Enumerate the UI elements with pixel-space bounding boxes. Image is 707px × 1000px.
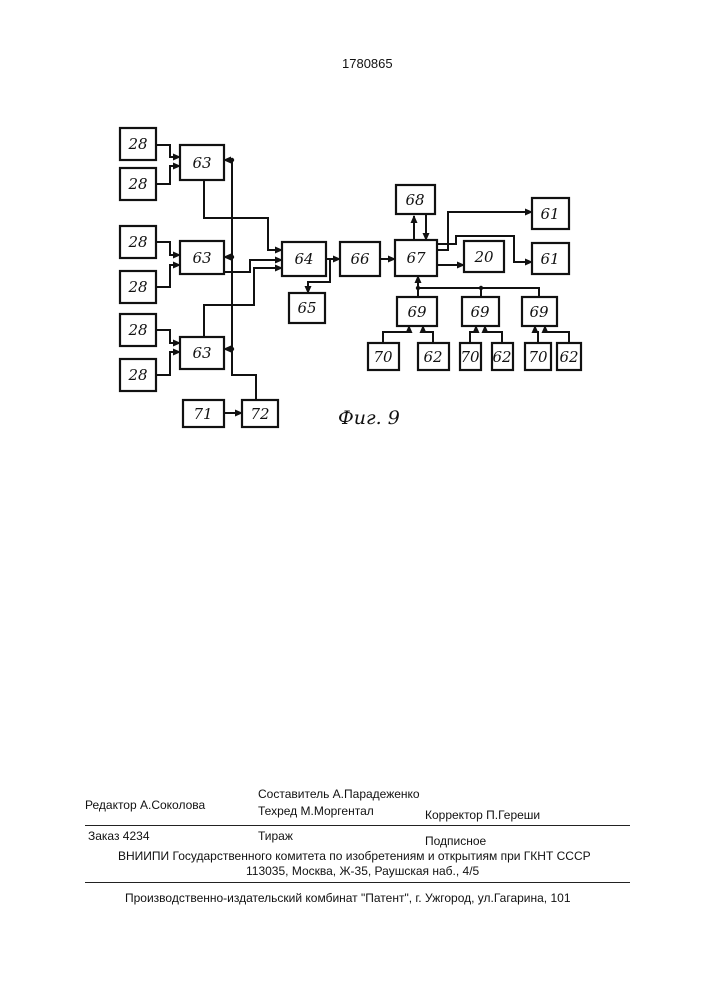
corrector-credit: Корректор П.Гереши <box>425 808 540 822</box>
svg-text:62: 62 <box>492 348 511 366</box>
block-28-b: 28 <box>120 168 156 200</box>
block-66: 66 <box>340 242 380 276</box>
svg-text:28: 28 <box>127 233 147 251</box>
block-72: 72 <box>242 400 278 427</box>
block-diagram: 28 28 28 28 28 28 63 63 63 71 72 64 65 6… <box>0 0 707 470</box>
svg-text:70: 70 <box>528 348 548 366</box>
svg-text:62: 62 <box>559 348 578 366</box>
address-line: 113035, Москва, Ж-35, Раушская наб., 4/5 <box>246 864 479 878</box>
svg-text:71: 71 <box>193 405 212 423</box>
svg-text:20: 20 <box>473 248 494 266</box>
svg-text:28: 28 <box>127 175 147 193</box>
block-71: 71 <box>183 400 224 427</box>
svg-text:72: 72 <box>250 405 269 423</box>
subscription-label: Подписное <box>425 834 486 848</box>
block-69-b: 69 <box>462 297 499 326</box>
block-62-b: 62 <box>492 343 513 370</box>
svg-text:65: 65 <box>297 299 316 317</box>
block-63-a: 63 <box>180 145 224 180</box>
svg-text:61: 61 <box>540 205 559 223</box>
figure-caption: Фиг. 9 <box>338 407 400 429</box>
publisher-line: Производственно-издательский комбинат "П… <box>125 891 571 905</box>
block-64: 64 <box>282 242 326 276</box>
block-70-a: 70 <box>368 343 399 370</box>
block-67: 67 <box>395 240 437 276</box>
svg-text:70: 70 <box>460 348 480 366</box>
imprint-divider-top <box>85 825 630 826</box>
block-61-b: 61 <box>532 243 569 274</box>
block-69-c: 69 <box>522 297 557 326</box>
svg-text:69: 69 <box>529 303 549 321</box>
svg-text:28: 28 <box>127 135 147 153</box>
block-65: 65 <box>289 293 325 323</box>
circulation-label: Тираж <box>258 829 293 843</box>
block-69-a: 69 <box>397 297 437 326</box>
block-70-b: 70 <box>460 343 481 370</box>
block-62-a: 62 <box>418 343 449 370</box>
order-number: Заказ 4234 <box>88 829 150 843</box>
block-61-a: 61 <box>532 198 569 229</box>
svg-text:61: 61 <box>540 250 559 268</box>
svg-text:64: 64 <box>294 250 313 268</box>
svg-text:67: 67 <box>406 249 426 267</box>
svg-text:63: 63 <box>192 154 211 172</box>
imprint-divider-bottom <box>85 882 630 883</box>
svg-text:62: 62 <box>423 348 442 366</box>
compiler-credit: Составитель А.Парадеженко <box>258 787 420 801</box>
svg-text:63: 63 <box>192 249 211 267</box>
svg-text:70: 70 <box>373 348 393 366</box>
block-63-b: 63 <box>180 241 224 274</box>
svg-text:69: 69 <box>407 303 427 321</box>
institute-line: ВНИИПИ Государственного комитета по изоб… <box>118 849 591 863</box>
svg-text:66: 66 <box>350 250 370 268</box>
block-62-c: 62 <box>557 343 581 370</box>
block-63-c: 63 <box>180 337 224 369</box>
block-28-e: 28 <box>120 314 156 346</box>
block-28-a: 28 <box>120 128 156 160</box>
svg-text:28: 28 <box>127 321 147 339</box>
connection-lines <box>156 145 569 413</box>
block-28-f: 28 <box>120 359 156 391</box>
svg-text:28: 28 <box>127 278 147 296</box>
block-20: 20 <box>464 241 504 272</box>
techred-credit: Техред М.Моргентал <box>258 804 374 818</box>
svg-text:69: 69 <box>470 303 490 321</box>
svg-text:68: 68 <box>405 191 424 209</box>
svg-text:28: 28 <box>127 366 147 384</box>
block-28-d: 28 <box>120 271 156 303</box>
block-70-c: 70 <box>525 343 551 370</box>
block-28-c: 28 <box>120 226 156 258</box>
block-68: 68 <box>396 185 435 214</box>
svg-text:63: 63 <box>192 344 211 362</box>
editor-credit: Редактор А.Соколова <box>85 798 205 812</box>
